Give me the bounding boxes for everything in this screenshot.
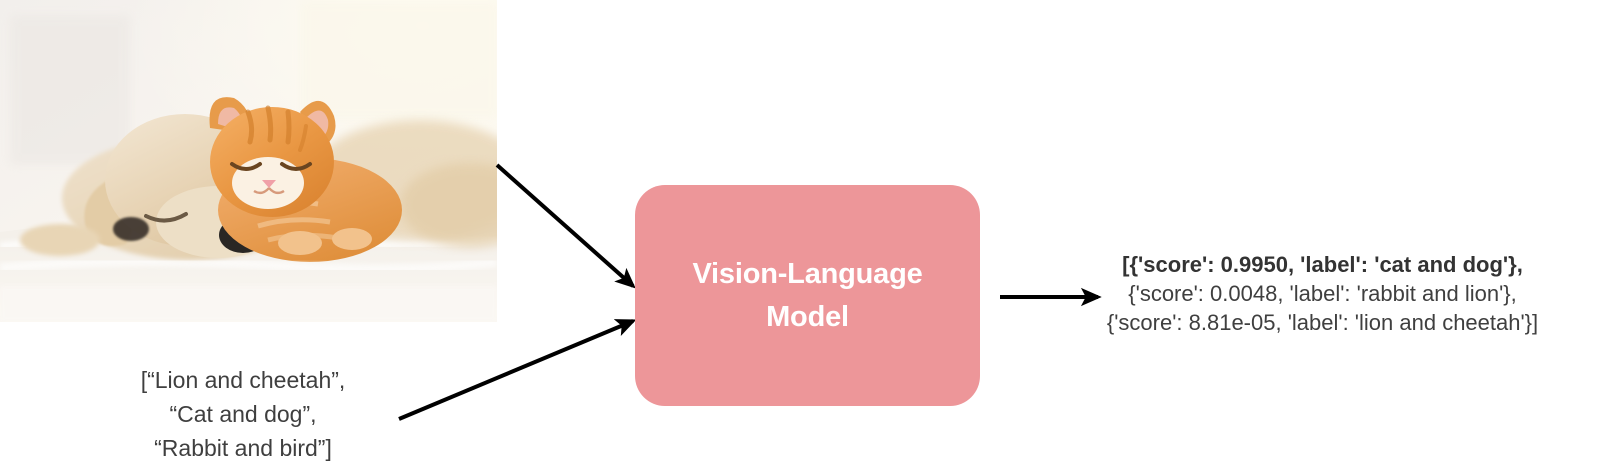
prompt-line-2: “Cat and dog”, — [169, 401, 317, 427]
model-output-predictions: [{'score': 0.9950, 'label': 'cat and dog… — [1045, 250, 1600, 337]
output-line-2: {'score': 0.0048, 'label': 'rabbit and l… — [1128, 281, 1517, 306]
prompt-line-1: [“Lion and cheetah”, — [140, 367, 346, 393]
input-image — [0, 0, 497, 322]
arrow-prompt-to-model — [398, 319, 637, 421]
model-box-label: Vision-Language Model — [692, 258, 923, 333]
vision-language-model-box[interactable]: Vision-Language Model — [635, 185, 980, 406]
arrow-image-to-model — [495, 163, 636, 289]
output-line-3: {'score': 8.81e-05, 'label': 'lion and c… — [1106, 310, 1539, 335]
output-line-1: [{'score': 0.9950, 'label': 'cat and dog… — [1122, 252, 1523, 277]
candidate-labels-prompt: [“Lion and cheetah”, “Cat and dog”, “Rab… — [108, 363, 378, 465]
prompt-line-3: “Rabbit and bird”] — [154, 435, 332, 461]
